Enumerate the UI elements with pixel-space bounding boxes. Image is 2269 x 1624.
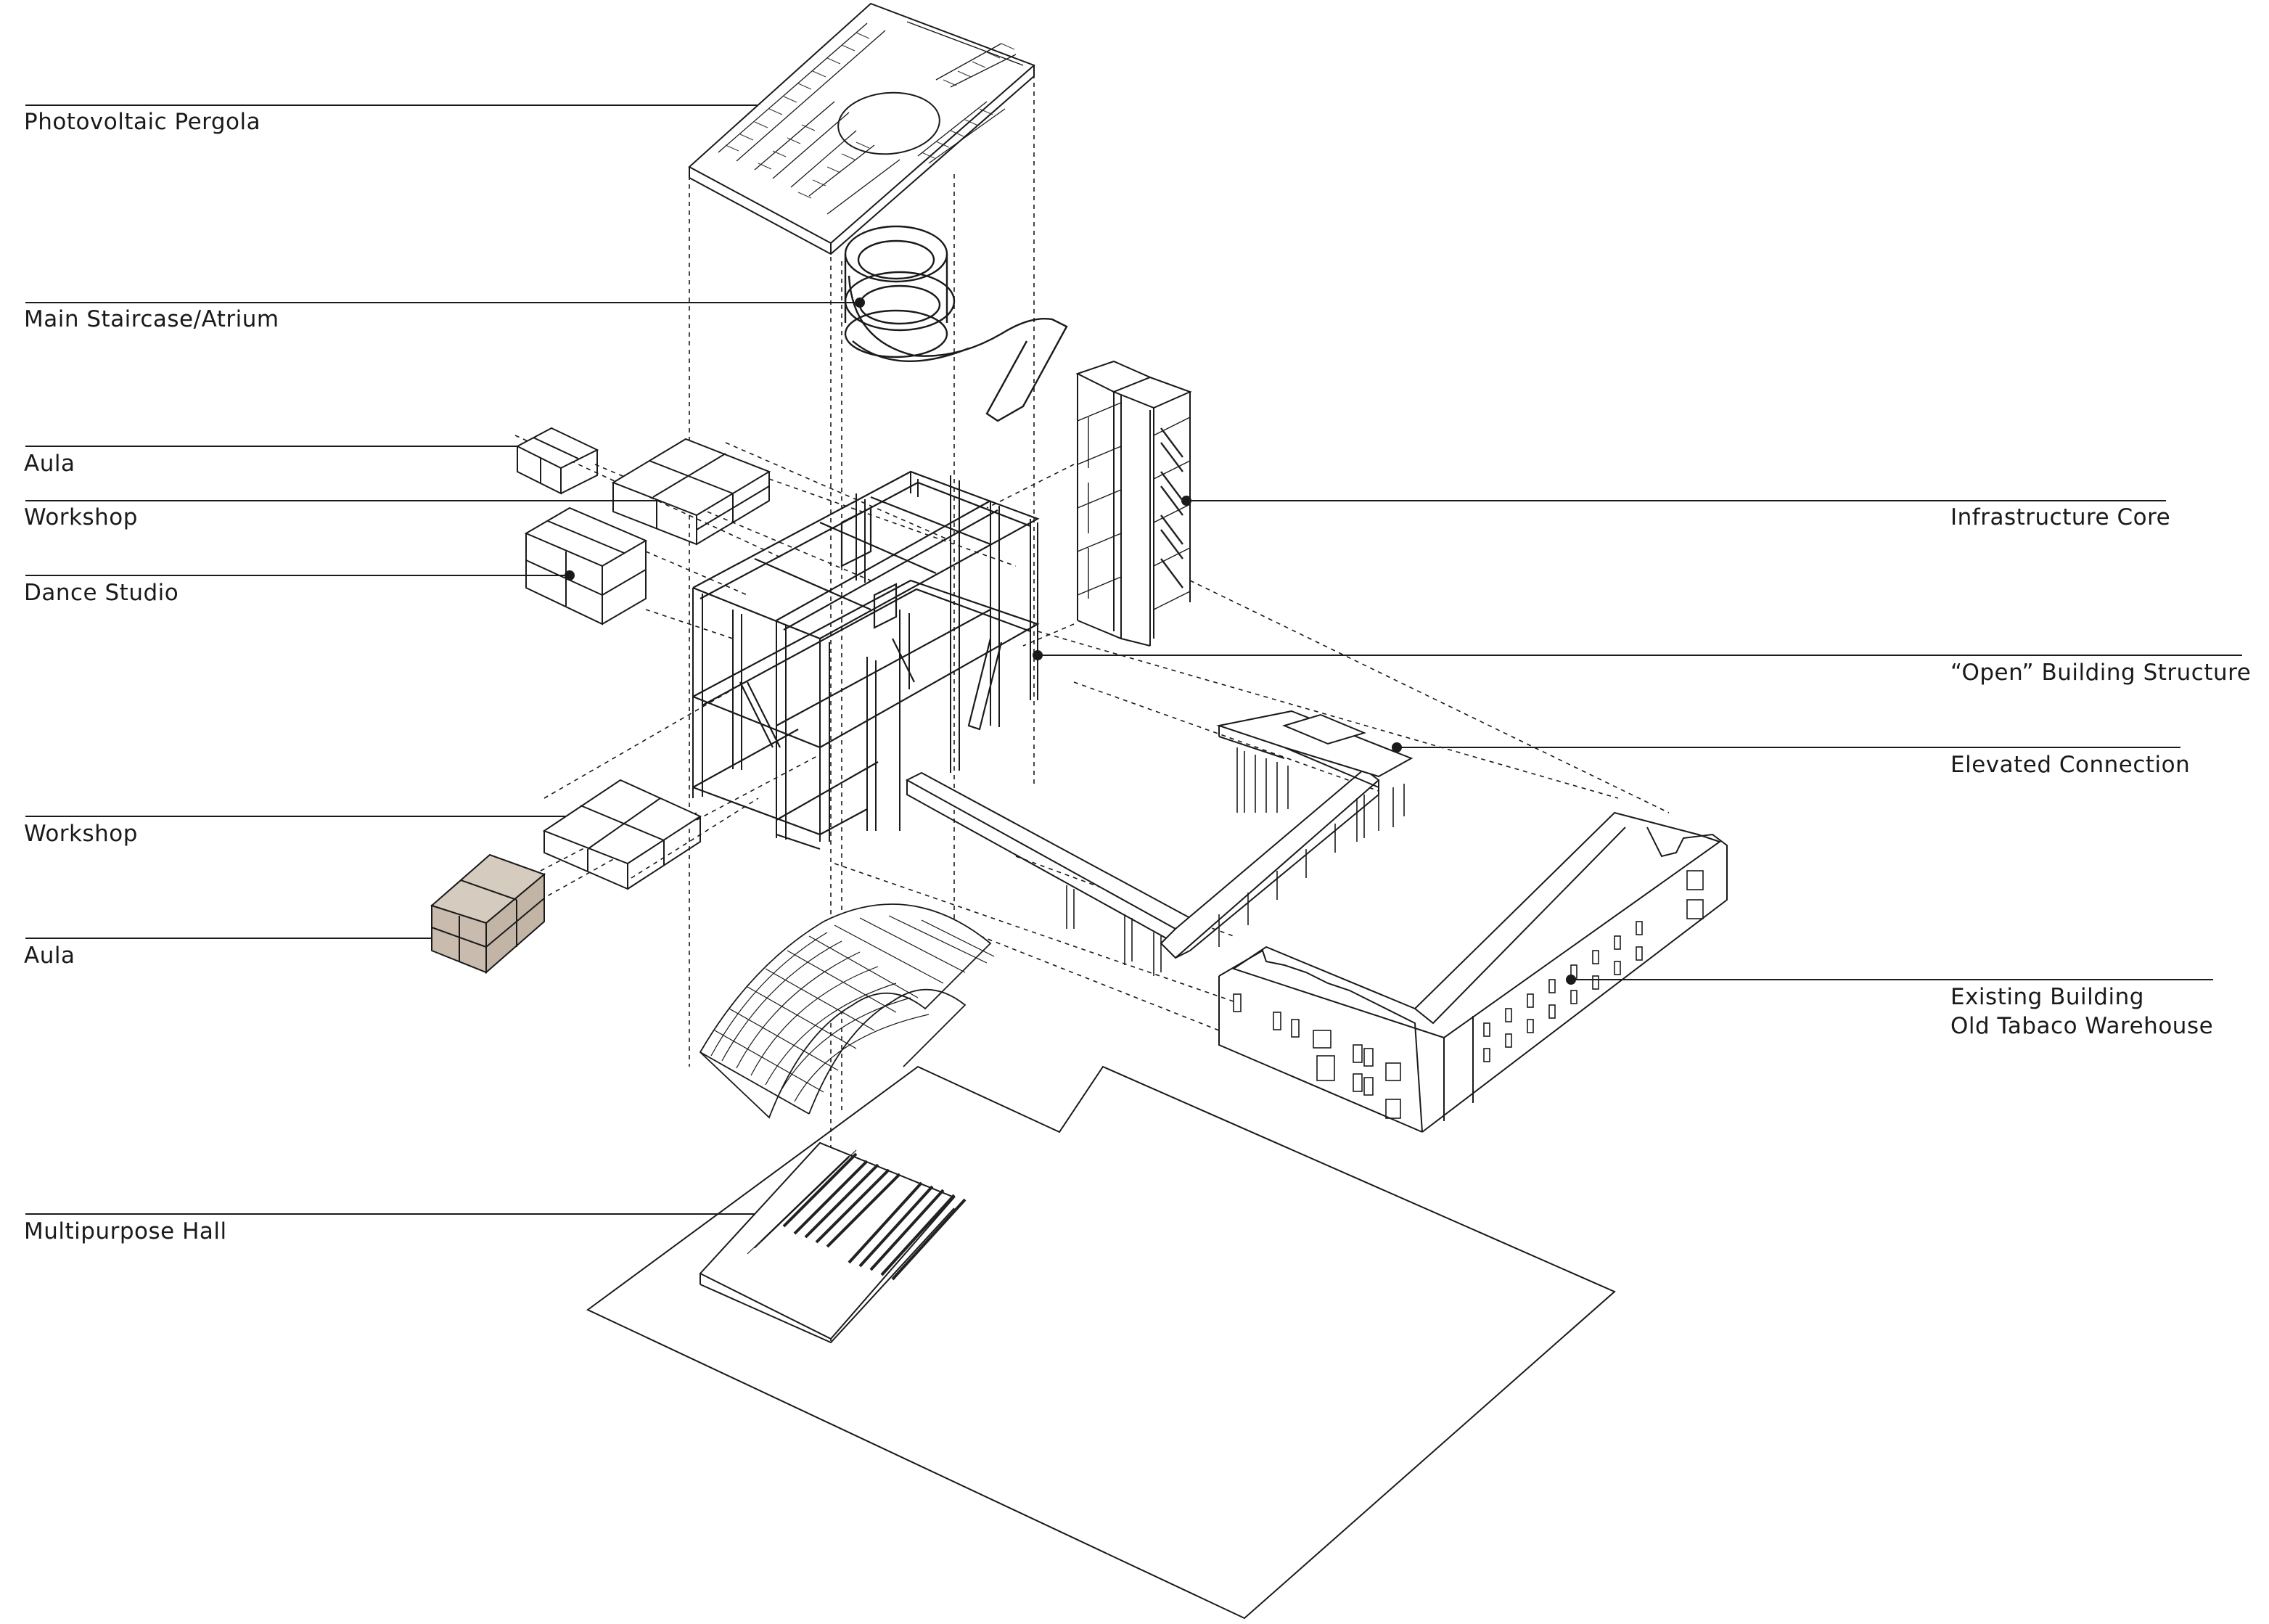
leader-lines [25, 104, 2242, 1215]
workshop-top-block [611, 438, 771, 546]
open-building-structure [692, 470, 1040, 850]
aula-bottom-block [430, 853, 546, 975]
label-multipurpose-hall: Multipurpose Hall [24, 1218, 227, 1244]
aula-top-block [515, 427, 599, 495]
label-workshop-top: Workshop [24, 504, 138, 530]
label-aula-bottom: Aula [24, 943, 75, 969]
label-main-staircase: Main Staircase/Atrium [24, 306, 279, 332]
leader-dots [448, 100, 1576, 1219]
label-photovoltaic-pergola: Photovoltaic Pergola [24, 109, 261, 135]
existing-building [1218, 811, 1728, 1133]
label-existing-building: Existing Building Old Tabaco Warehouse [1950, 983, 2213, 1041]
label-open-structure: “Open” Building Structure [1950, 660, 2252, 686]
elevated-connection [905, 710, 1413, 976]
label-aula-top: Aula [24, 451, 75, 477]
label-existing-building-line1: Existing Building [1950, 984, 2144, 1010]
multipurpose-hall-seating [699, 1141, 967, 1344]
label-infrastructure-core: Infrastructure Core [1950, 504, 2171, 530]
workshop-bottom-block [542, 779, 702, 890]
infrastructure-core [1075, 360, 1192, 647]
label-workshop-bottom: Workshop [24, 821, 138, 847]
site-boundary [586, 1065, 1616, 1620]
label-elevated-connection: Elevated Connection [1950, 752, 2191, 778]
label-existing-building-line2: Old Tabaco Warehouse [1950, 1013, 2214, 1039]
projection-lines [514, 65, 1670, 1342]
photovoltaic-pergola [688, 2, 1035, 255]
multipurpose-hall-roof [699, 903, 995, 1119]
dance-studio-block [524, 507, 648, 626]
label-dance-studio: Dance Studio [24, 580, 179, 606]
main-staircase [844, 225, 1068, 422]
